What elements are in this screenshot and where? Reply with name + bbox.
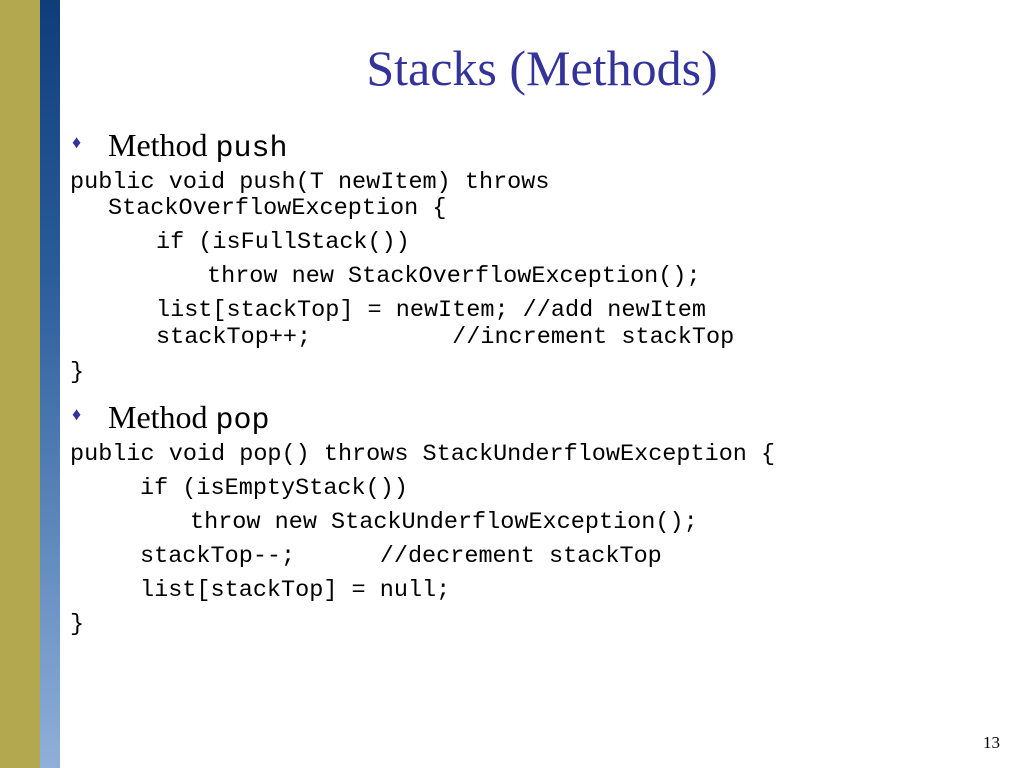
diamond-bullet-icon: ♦ — [72, 404, 82, 424]
method-label: Method — [108, 127, 208, 163]
code-line: if (isEmptyStack()) — [140, 475, 408, 502]
page-number: 13 — [983, 733, 1000, 752]
code-line: stackTop++; //increment stackTop — [156, 324, 735, 351]
code-line: public void push(T newItem) throws — [70, 169, 550, 196]
code-line: StackOverflowException { — [108, 195, 447, 222]
bullet-method-pop: ♦ Method pop — [72, 396, 270, 439]
diamond-bullet-icon: ♦ — [72, 132, 82, 152]
code-line: list[stackTop] = newItem; //add newItem — [156, 297, 706, 324]
side-bar-olive — [0, 0, 40, 768]
code-line: throw new StackOverflowException(); — [207, 263, 701, 290]
method-name: pop — [215, 404, 270, 438]
code-line: } — [70, 611, 85, 638]
code-line: public void pop() throws StackUnderflowE… — [70, 441, 776, 468]
side-bar-blue — [40, 0, 60, 768]
code-line: list[stackTop] = null; — [140, 577, 451, 604]
method-label: Method — [108, 399, 208, 435]
code-line: if (isFullStack()) — [156, 229, 410, 256]
slide-title: Stacks (Methods) — [366, 40, 718, 96]
code-line: } — [70, 359, 85, 386]
code-line: throw new StackUnderflowException(); — [190, 509, 698, 536]
bullet-method-push: ♦ Method push — [72, 124, 288, 167]
method-name: push — [215, 132, 288, 166]
code-line: stackTop--; //decrement stackTop — [140, 543, 662, 570]
